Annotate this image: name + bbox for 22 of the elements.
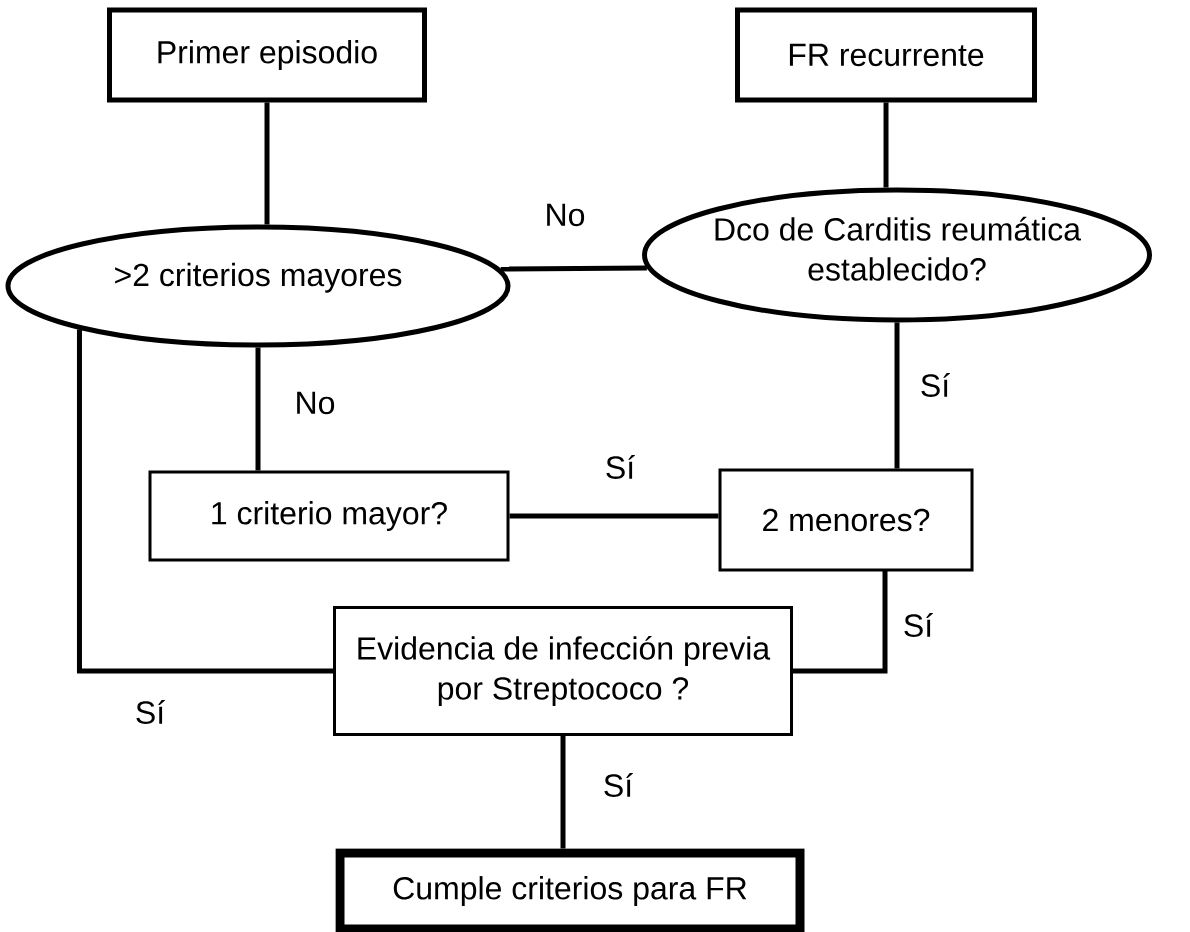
connector-line xyxy=(560,736,566,849)
connector-line xyxy=(76,329,333,674)
connector-line xyxy=(793,570,888,674)
connector-line xyxy=(894,322,900,469)
edge-label: Sí xyxy=(606,455,635,479)
edge-label: No xyxy=(547,203,585,227)
connector-line xyxy=(509,513,719,519)
process-box: Cumple criterios para FR xyxy=(335,848,805,932)
process-box: FR recurrente xyxy=(735,7,1037,103)
connector-line xyxy=(883,102,889,188)
edge-label: Sí xyxy=(136,700,165,724)
connector-line xyxy=(500,265,647,272)
edge-label: Sí xyxy=(904,613,933,637)
connector-line xyxy=(255,347,261,471)
process-box: Evidencia de infección previa por Streptococo ? xyxy=(333,606,793,736)
process-box: 1 criterio mayor? xyxy=(148,470,510,562)
edge-label: No xyxy=(297,391,335,415)
process-box: 2 menores? xyxy=(718,468,974,572)
edge-label: Sí xyxy=(604,773,633,797)
edge-label: Sí xyxy=(921,373,950,397)
process-box: Primer episodio xyxy=(107,7,427,103)
connector-line xyxy=(264,102,270,225)
